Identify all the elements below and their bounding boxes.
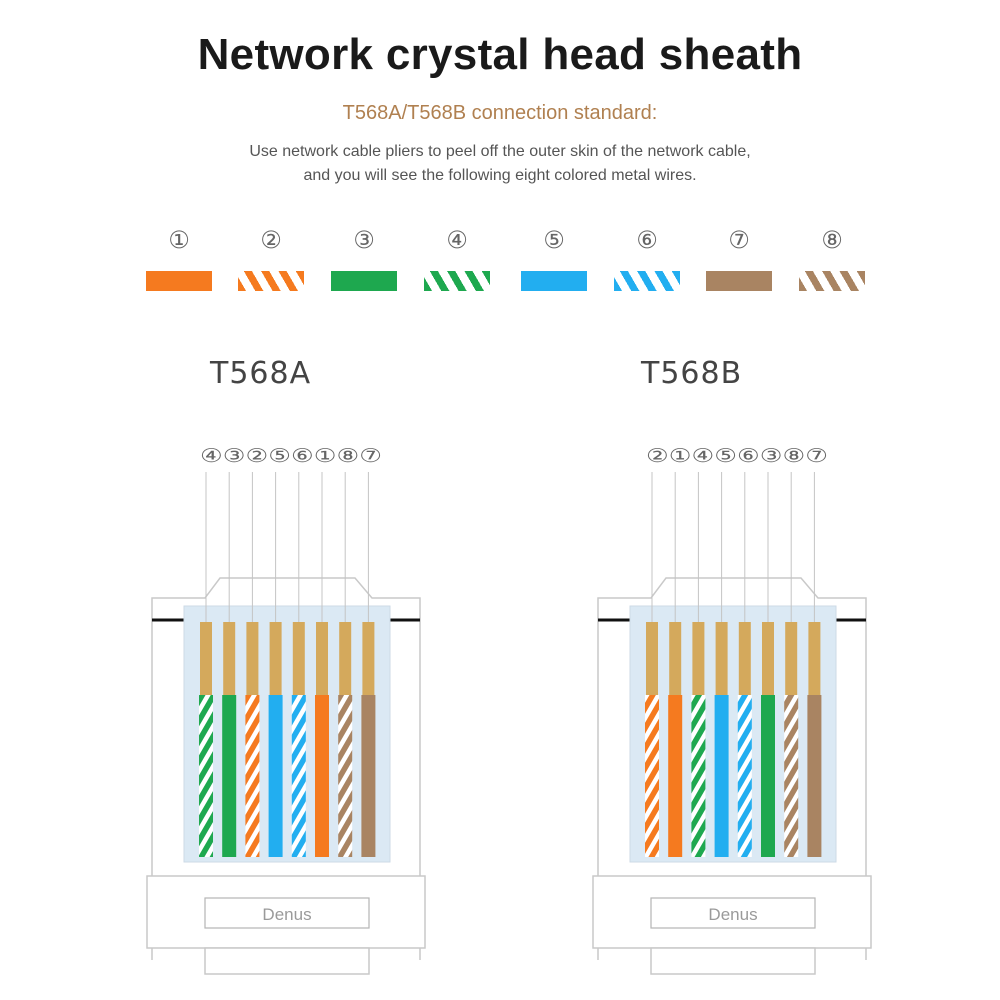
connector-outline [597, 577, 867, 960]
legend-number: ⑦ [728, 226, 750, 254]
copper-contact [692, 622, 705, 695]
solid-brown-swatch [706, 271, 772, 291]
striped-brown-wire [338, 695, 353, 857]
solid-orange-wire [315, 695, 329, 857]
page-subtitle: T568A/T568B connection standard: [342, 102, 658, 124]
copper-contact [646, 622, 658, 695]
wire-pin-7 [338, 472, 353, 857]
copper-contact [316, 622, 328, 695]
wire-pin-3 [245, 472, 260, 857]
striped-blue-wire [291, 695, 306, 857]
connector-t568a: Denus ④③②⑤⑥①⑧⑦ [146, 445, 426, 975]
copper-contact [269, 622, 282, 695]
legend-number: ① [168, 226, 190, 254]
t568a-label: T568A [210, 356, 312, 391]
wire-pin-1 [199, 472, 213, 857]
wire-pin-2 [668, 472, 683, 857]
wire-pin-6 [761, 472, 775, 857]
connector-outline [151, 577, 421, 960]
brand-label: Denus [262, 905, 311, 924]
striped-green-wire [691, 695, 706, 857]
solid-green-wire [761, 695, 775, 857]
connector-t568b: Denus ②①④⑤⑥③⑧⑦ [592, 445, 872, 975]
solid-blue-wire [268, 695, 283, 857]
wire-pin-8 [807, 472, 822, 857]
legend-number: ⑤ [543, 226, 565, 254]
solid-orange-swatch [146, 271, 212, 291]
legend-number: ⑧ [821, 226, 843, 254]
wire-insert-window [629, 605, 837, 863]
copper-contact [785, 622, 798, 695]
solid-blue-wire [714, 695, 729, 857]
legend-number: ② [260, 226, 282, 254]
wire-pin-4 [714, 472, 729, 857]
solid-brown-wire [361, 695, 376, 857]
copper-contact [808, 622, 821, 695]
wire-order-label: ②①④⑤⑥③⑧⑦ [646, 445, 828, 467]
legend-number: ③ [353, 226, 375, 254]
copper-contact [738, 622, 751, 695]
copper-contact [669, 622, 682, 695]
connector-clip [650, 947, 816, 975]
copper-contact [246, 622, 259, 695]
legend-number: ⑥ [636, 226, 658, 254]
wire-pin-2 [222, 472, 237, 857]
solid-green-wire [222, 695, 237, 857]
wire-pin-1 [645, 472, 659, 857]
wire-order-label: ④③②⑤⑥①⑧⑦ [200, 445, 382, 467]
striped-brown-wire [784, 695, 799, 857]
striped-blue-swatch [614, 271, 680, 291]
striped-orange-swatch [238, 271, 304, 291]
wire-pin-5 [291, 472, 306, 857]
striped-green-swatch [424, 271, 490, 291]
striped-orange-wire [645, 695, 659, 857]
t568b-label: T568B [641, 356, 743, 391]
description-line-1: Use network cable pliers to peel off the… [249, 143, 751, 160]
copper-contact [200, 622, 212, 695]
connector-clip [204, 947, 370, 975]
copper-contact [715, 622, 728, 695]
striped-orange-wire [245, 695, 260, 857]
wire-insert-window [183, 605, 391, 863]
wire-pin-7 [784, 472, 799, 857]
wire-pin-5 [737, 472, 752, 857]
solid-green-swatch [331, 271, 397, 291]
brand-label: Denus [708, 905, 757, 924]
solid-brown-wire [807, 695, 822, 857]
solid-orange-wire [668, 695, 683, 857]
striped-blue-wire [737, 695, 752, 857]
copper-contact [223, 622, 236, 695]
wire-pin-8 [361, 472, 376, 857]
wire-pin-6 [315, 472, 329, 857]
legend-number: ④ [446, 226, 468, 254]
striped-brown-swatch [799, 271, 865, 291]
copper-contact [292, 622, 305, 695]
copper-contact [362, 622, 375, 695]
page-title: Network crystal head sheath [197, 30, 803, 79]
wire-pin-3 [691, 472, 706, 857]
wire-pin-4 [268, 472, 283, 857]
brand-plate [204, 897, 370, 929]
solid-blue-swatch [521, 271, 587, 291]
striped-green-wire [199, 695, 213, 857]
copper-contact [339, 622, 352, 695]
copper-contact [762, 622, 774, 695]
description-line-2: and you will see the following eight col… [303, 167, 697, 184]
brand-plate [650, 897, 816, 929]
